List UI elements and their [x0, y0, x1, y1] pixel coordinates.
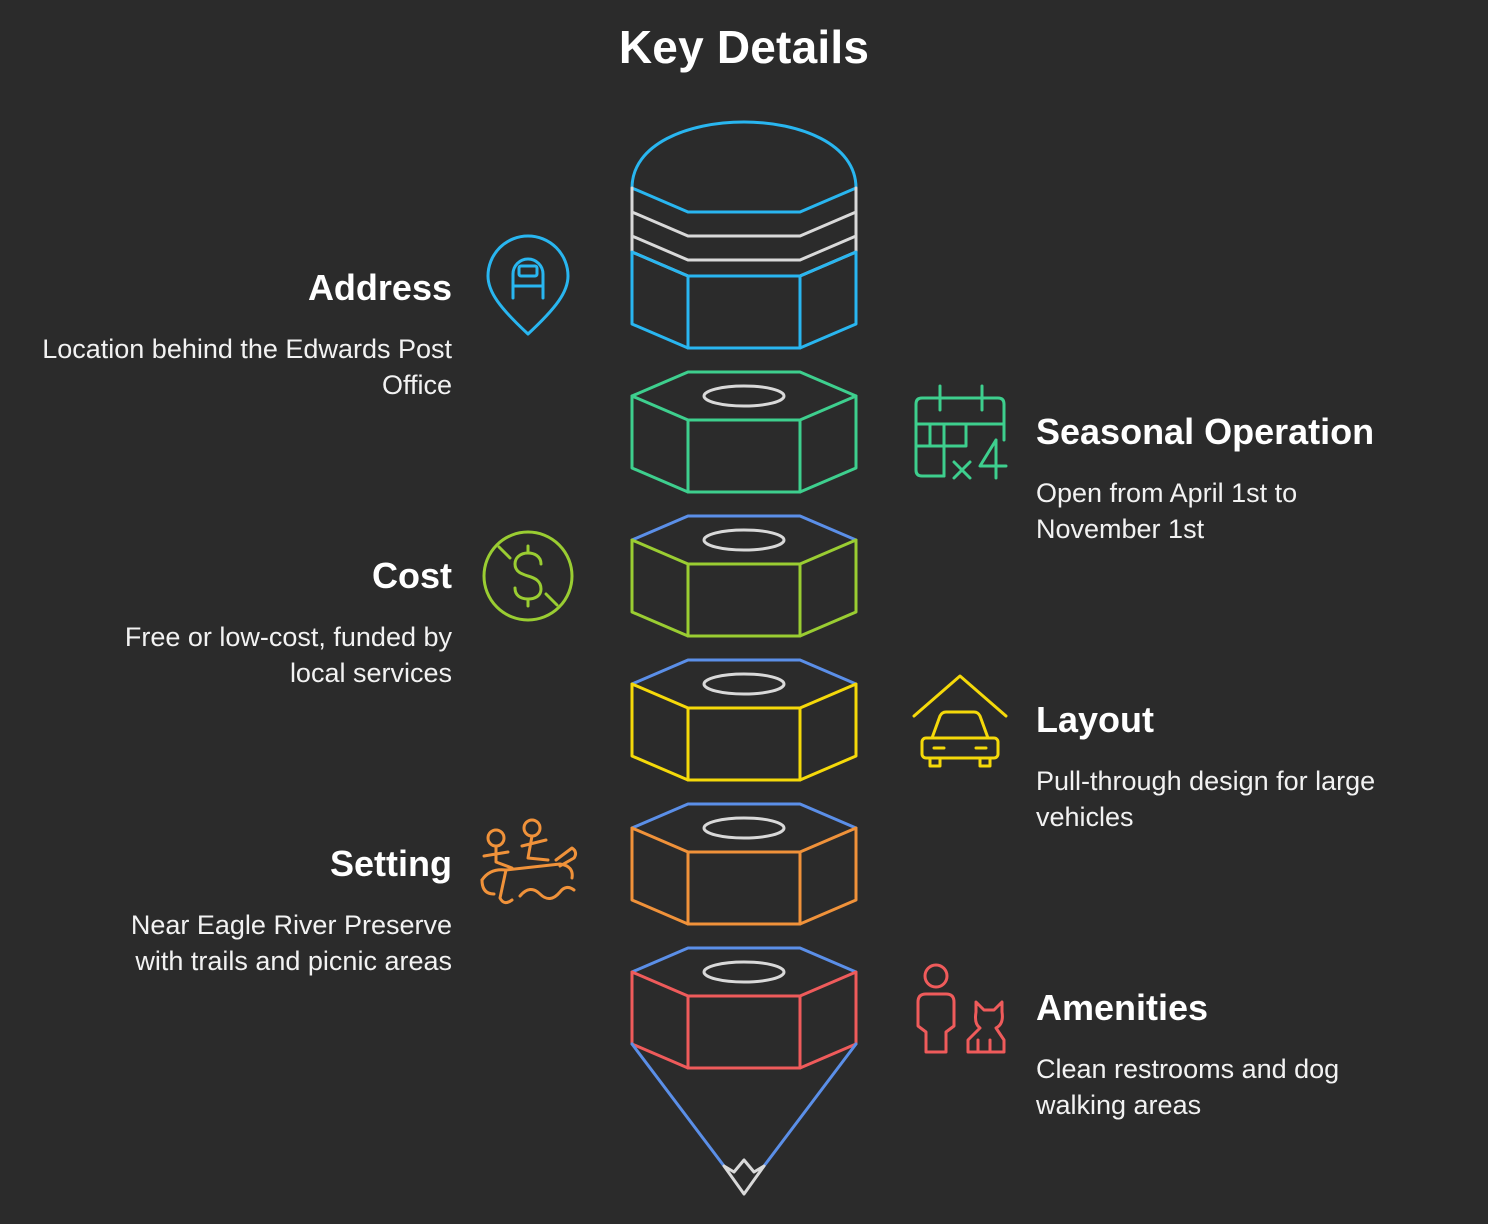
person-dog-icon — [916, 963, 1006, 1054]
item-description: Open from April 1st to November 1st — [1036, 478, 1298, 544]
dollar-coin-icon — [482, 530, 574, 622]
item-title: Amenities — [1036, 987, 1209, 1028]
item-setting: Setting Near Eagle River Preserve with t… — [32, 843, 452, 979]
item-title: Setting — [330, 843, 452, 884]
car-garage-icon — [912, 674, 1008, 768]
item-description: Clean restrooms and dog walking areas — [1036, 1054, 1340, 1120]
item-title: Cost — [372, 555, 452, 596]
item-title: Seasonal Operation — [1036, 411, 1375, 452]
item-title: Address — [307, 267, 452, 308]
mailbox-location-pin-icon — [486, 234, 570, 336]
item-seasonal: Seasonal Operation Open from April 1st t… — [1036, 411, 1436, 547]
item-description: Free or low-cost, funded by local servic… — [124, 622, 452, 688]
segment-setting — [630, 802, 858, 926]
item-address: Address Location behind the Edwards Post… — [32, 267, 452, 403]
item-description: Near Eagle River Preserve with trails an… — [130, 910, 452, 976]
item-layout: Layout Pull-through design for large veh… — [1036, 699, 1436, 835]
item-amenities: Amenities Clean restrooms and dog walkin… — [1036, 987, 1436, 1123]
item-description: Location behind the Edwards Post Office — [42, 334, 452, 400]
rafting-icon — [480, 818, 578, 905]
item-description: Pull-through design for large vehicles — [1036, 766, 1376, 832]
segment-cost — [630, 514, 858, 638]
segment-address — [630, 120, 858, 350]
segment-amenities — [630, 946, 858, 1196]
page-title: Key Details — [618, 21, 870, 73]
item-cost: Cost Free or low-cost, funded by local s… — [32, 555, 452, 691]
calendar-icon — [914, 384, 1008, 480]
segment-seasonal — [630, 370, 858, 494]
item-title: Layout — [1036, 699, 1155, 740]
segment-layout — [630, 658, 858, 782]
